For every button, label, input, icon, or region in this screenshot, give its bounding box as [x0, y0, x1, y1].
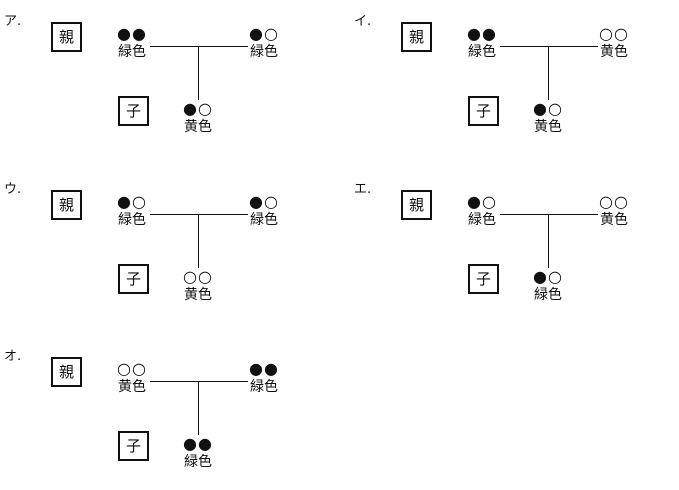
genotype: ●○	[533, 99, 563, 118]
child-box: 子	[468, 96, 499, 126]
cross-line	[150, 214, 248, 215]
genotype: ●○	[183, 99, 213, 118]
descent-line	[548, 46, 549, 100]
phenotype: 緑色	[118, 44, 146, 60]
option-label: ウ.	[4, 182, 22, 197]
parent-2: ●●緑色	[242, 360, 286, 396]
genotype: ○○	[183, 267, 213, 286]
phenotype: 黄色	[600, 212, 628, 228]
child-box: 子	[118, 96, 149, 126]
child-box: 子	[118, 264, 149, 294]
genotype: ●●	[117, 24, 147, 43]
child-box: 子	[468, 264, 499, 294]
parent-box: 親	[51, 22, 82, 52]
genotype: ●○	[249, 192, 279, 211]
phenotype: 緑色	[250, 379, 278, 395]
offspring: ○○黄色	[176, 268, 220, 304]
parent-1: ○○黄色	[110, 360, 154, 396]
cross-panel: ア. 親 子 ●●緑色●○緑色●○黄色	[0, 0, 330, 150]
option-label: ア.	[4, 14, 22, 29]
genotype: ●●	[183, 434, 213, 453]
cross-panel: エ. 親 子 ●○緑色○○黄色●○緑色	[350, 168, 679, 318]
descent-line	[198, 214, 199, 268]
cross-panel: オ. 親 子 ○○黄色●●緑色●●緑色	[0, 335, 330, 485]
cross-line	[500, 214, 598, 215]
cross-line	[150, 46, 248, 47]
descent-line	[198, 381, 199, 435]
parent-1: ●○緑色	[110, 193, 154, 229]
offspring: ●○黄色	[176, 100, 220, 136]
parent-2: ●○緑色	[242, 25, 286, 61]
phenotype: 緑色	[118, 212, 146, 228]
offspring: ●○緑色	[526, 268, 570, 304]
parent-box: 親	[51, 357, 82, 387]
phenotype: 黄色	[184, 287, 212, 303]
cross-panel: ウ. 親 子 ●○緑色●○緑色○○黄色	[0, 168, 330, 318]
phenotype: 黄色	[184, 119, 212, 135]
genotype: ○○	[599, 24, 629, 43]
child-box: 子	[118, 431, 149, 461]
genotype: ●○	[117, 192, 147, 211]
cross-panel: イ. 親 子 ●●緑色○○黄色●○黄色	[350, 0, 679, 150]
option-label: オ.	[4, 349, 22, 364]
genotype: ○○	[117, 359, 147, 378]
parent-2: ○○黄色	[592, 193, 636, 229]
parent-2: ○○黄色	[592, 25, 636, 61]
option-label: イ.	[354, 14, 372, 29]
phenotype: 黄色	[600, 44, 628, 60]
phenotype: 緑色	[250, 212, 278, 228]
phenotype: 黄色	[118, 379, 146, 395]
parent-1: ●○緑色	[460, 193, 504, 229]
genotype: ○○	[599, 192, 629, 211]
offspring: ●○黄色	[526, 100, 570, 136]
option-label: エ.	[354, 182, 372, 197]
descent-line	[198, 46, 199, 100]
parent-box: 親	[51, 190, 82, 220]
phenotype: 緑色	[468, 44, 496, 60]
parent-1: ●●緑色	[110, 25, 154, 61]
phenotype: 緑色	[250, 44, 278, 60]
parent-1: ●●緑色	[460, 25, 504, 61]
descent-line	[548, 214, 549, 268]
cross-line	[150, 381, 248, 382]
offspring: ●●緑色	[176, 435, 220, 471]
parent-2: ●○緑色	[242, 193, 286, 229]
genotype: ●●	[249, 359, 279, 378]
phenotype: 緑色	[184, 454, 212, 470]
parent-box: 親	[401, 190, 432, 220]
genotype: ●○	[249, 24, 279, 43]
genotype: ●○	[467, 192, 497, 211]
genotype: ●●	[467, 24, 497, 43]
phenotype: 緑色	[534, 287, 562, 303]
cross-line	[500, 46, 598, 47]
parent-box: 親	[401, 22, 432, 52]
phenotype: 緑色	[468, 212, 496, 228]
phenotype: 黄色	[534, 119, 562, 135]
genotype: ●○	[533, 267, 563, 286]
